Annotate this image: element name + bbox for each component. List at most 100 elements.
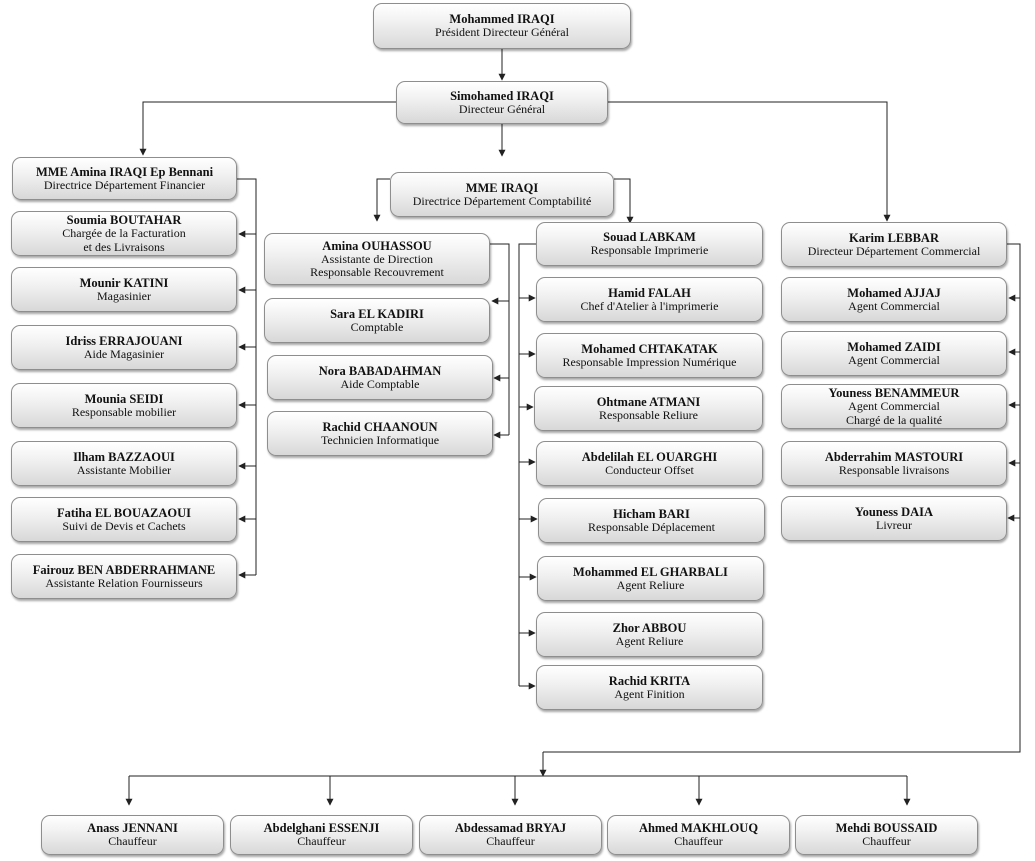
- person-name: Abdelilah EL OUARGHI: [581, 449, 718, 464]
- person-name: Idriss ERRAJOUANI: [65, 333, 183, 348]
- person-name: Mohammed IRAQI: [449, 12, 555, 27]
- person-name: Fatiha EL BOUAZAOUI: [56, 505, 192, 520]
- person-name: Rachid CHAANOUN: [322, 419, 438, 434]
- person-role: Comptable: [350, 319, 404, 334]
- person-role: Agent Commercial: [848, 298, 940, 313]
- person-role: Aide Comptable: [340, 376, 420, 391]
- person-name: Rachid KRITA: [608, 673, 691, 688]
- person-name: Mounia SEIDI: [84, 391, 164, 406]
- person-role: Chargé de la qualité: [845, 412, 943, 427]
- person-role: Chauffeur: [108, 834, 157, 849]
- person-role: Responsable livraisons: [838, 462, 950, 477]
- person-name: Nora BABADAHMAN: [318, 363, 442, 378]
- person-name: Karim LEBBAR: [849, 230, 939, 245]
- person-name: Fairouz BEN ABDERRAHMANE: [32, 562, 216, 577]
- person-role: Agent Reliure: [616, 577, 685, 592]
- person-name: Hamid FALAH: [608, 285, 691, 300]
- person-name: Anass JENNANI: [87, 821, 178, 836]
- person-name: Simohamed IRAQI: [450, 88, 554, 103]
- person-name: Ilham BAZZAOUI: [73, 449, 175, 464]
- person-role: Chauffeur: [674, 834, 723, 849]
- person-role: Président Directeur Général: [435, 25, 569, 40]
- person-role: Technicien Informatique: [320, 432, 440, 447]
- person-name: Mohammed EL GHARBALI: [573, 564, 728, 579]
- person-name: Mohamed ZAIDI: [847, 339, 941, 354]
- person-role: Aide Magasinier: [83, 346, 165, 361]
- person-name: Youness BENAMMEUR: [828, 386, 960, 401]
- person-role: Directrice Département Financier: [43, 177, 206, 192]
- person-name: Youness DAIA: [854, 504, 934, 519]
- person-name: Hicham BARI: [613, 506, 690, 521]
- person-role: Responsable Imprimerie: [590, 243, 709, 258]
- person-name: Sara EL KADIRI: [330, 306, 424, 321]
- person-name: Souad LABKAM: [603, 230, 696, 245]
- person-role: Responsable Déplacement: [588, 519, 715, 534]
- person-name: Mehdi BOUSSAID: [835, 821, 938, 836]
- person-name: Mohamed AJJAJ: [847, 285, 941, 300]
- person-role: Suivi de Devis et Cachets: [62, 518, 186, 533]
- person-role: Livreur: [876, 517, 912, 532]
- person-role: Agent Reliure: [615, 633, 684, 648]
- person-name: Mounir KATINI: [79, 275, 169, 290]
- person-role: Responsable Recouvrement: [310, 265, 444, 279]
- person-role: Responsable mobilier: [71, 404, 177, 419]
- person-role: Chauffeur: [297, 834, 346, 849]
- person-role: Responsable Reliure: [599, 407, 698, 422]
- person-name: Amina OUHASSOU: [322, 238, 432, 253]
- person-name: Abdessamad BRYAJ: [454, 821, 567, 836]
- person-role: Agent Commercial: [848, 352, 940, 367]
- person-name: Abderrahim MASTOURI: [824, 449, 964, 464]
- person-role: Agent Finition: [614, 686, 685, 701]
- person-name: Ahmed MAKHLOUQ: [638, 821, 759, 836]
- person-role: Assistante Mobilier: [76, 462, 172, 477]
- person-role: Agent Commercial: [848, 399, 940, 414]
- person-role: Directrice Département Comptabilité: [412, 193, 592, 208]
- person-role: Chargée de la Facturation: [62, 226, 186, 241]
- person-name: MME Amina IRAQI Ep Bennani: [35, 164, 214, 179]
- person-role: Responsable Impression Numérique: [562, 354, 737, 369]
- person-role: Assistante de Direction: [321, 251, 433, 266]
- person-name: Ohtmane ATMANI: [596, 394, 701, 409]
- person-role: Directeur Général: [458, 101, 546, 116]
- person-role: Conducteur Offset: [605, 462, 694, 477]
- person-name: Abdelghani ESSENJI: [263, 821, 380, 836]
- person-role: Magasinier: [97, 288, 151, 303]
- person-role: Chef d'Atelier à l'imprimerie: [580, 298, 719, 313]
- person-name: Mohamed CHTAKATAK: [581, 341, 718, 356]
